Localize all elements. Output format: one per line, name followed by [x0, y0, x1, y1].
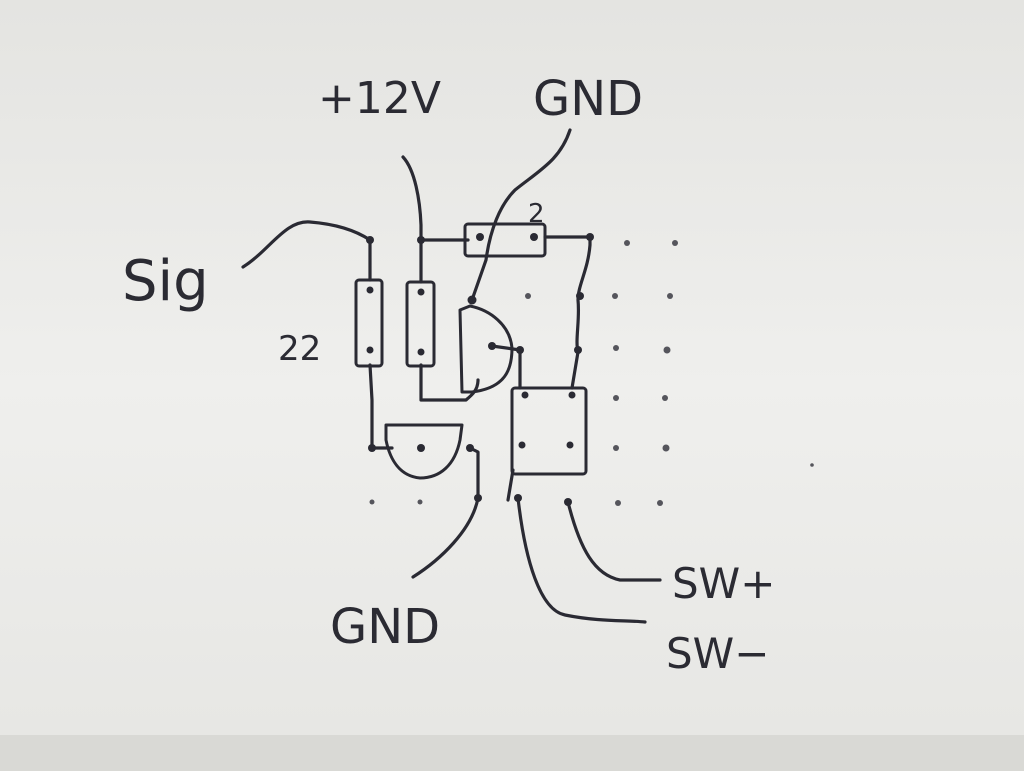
resistor-22 — [354, 278, 384, 368]
label-signal: Sig — [122, 249, 209, 314]
wire-r-top-right — [543, 235, 592, 390]
label-switch-pos: SW+ — [672, 559, 775, 608]
wire-gnd-top — [470, 128, 572, 302]
label-supply: +12V — [318, 73, 441, 124]
label-gnd-top: GND — [533, 71, 643, 127]
transistor-upper — [458, 304, 514, 394]
wire-signal — [241, 220, 372, 282]
solder-points — [366, 233, 594, 506]
transistor-lower — [384, 423, 464, 480]
label-gnd-bottom: GND — [330, 599, 440, 655]
resistor-2 — [405, 280, 436, 368]
label-resistor-top-value: 2 — [528, 199, 545, 229]
wire-relay-sw-pos — [566, 500, 662, 582]
wire-relay-sw-neg — [516, 496, 647, 624]
label-resistor-value: 22 — [278, 329, 321, 369]
label-switch-neg: SW− — [666, 629, 769, 678]
wire-supply — [401, 155, 470, 242]
paper-bottom-edge — [0, 735, 1024, 771]
perfboard-holes — [369, 240, 814, 506]
resistor-top — [463, 222, 547, 258]
wire-relay-left — [506, 468, 515, 502]
wire-r22-bottom — [368, 363, 394, 450]
relay — [510, 386, 588, 476]
wire-r2-bottom — [419, 363, 480, 402]
